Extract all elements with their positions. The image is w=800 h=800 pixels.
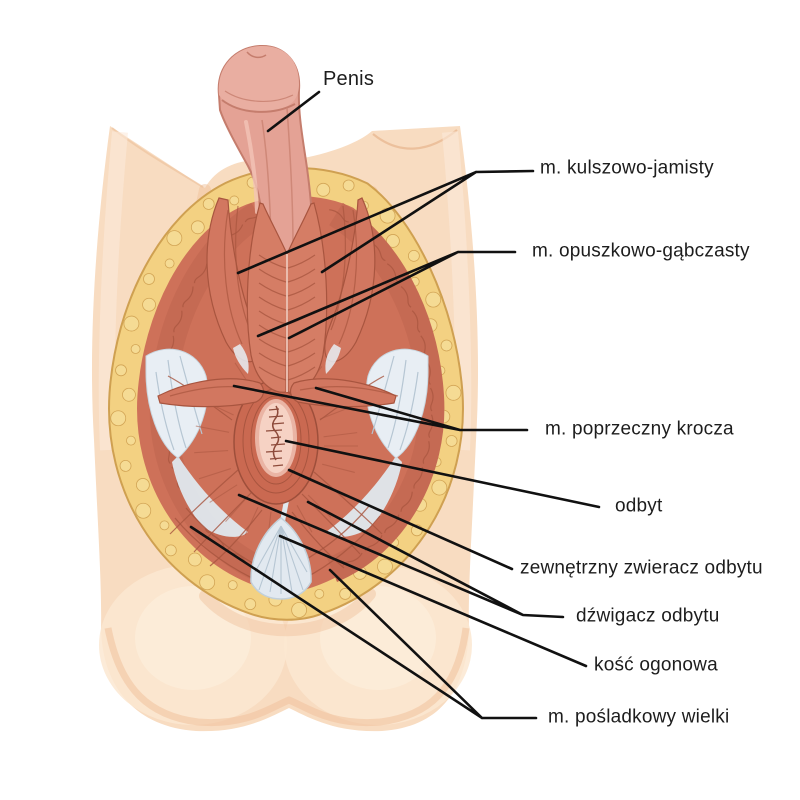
- leader-anus: [284, 439, 601, 509]
- label-coccyx: kość ogonowa: [594, 654, 718, 676]
- label-anus: odbyt: [615, 495, 663, 517]
- leader-transverse-perineal: [232, 384, 529, 432]
- label-transverse-perineal: m. poprzeczny krocza: [545, 418, 734, 440]
- label-penis: Penis: [323, 68, 375, 91]
- ischiocavernosus-muscle: [206, 197, 376, 363]
- leader-lines: [189, 90, 601, 720]
- label-ischiocavernosus: m. kulszowo-jamisty: [540, 157, 714, 179]
- penis-illustration: [217, 44, 314, 259]
- gluteus-fibres: [174, 505, 381, 579]
- fascia-wisps: [233, 344, 341, 374]
- leader-levator-ani: [237, 493, 565, 619]
- leader-penis: [266, 90, 321, 133]
- leader-bulbospongiosus: [256, 250, 517, 340]
- leader-gluteus: [189, 525, 538, 720]
- leader-external-anal-sphincter: [287, 468, 514, 571]
- leader-coccyx: [278, 534, 588, 668]
- glans: [218, 45, 299, 112]
- label-external-anal-sphincter: zewnętrzny zwieracz odbytu: [520, 557, 763, 579]
- anus: [255, 399, 297, 477]
- fascia-left: [145, 348, 248, 537]
- leader-ischiocavernosus: [236, 169, 535, 275]
- label-gluteus-maximus: m. pośladkowy wielki: [548, 706, 730, 728]
- label-levator-ani: dźwigacz odbytu: [576, 605, 720, 627]
- label-bulbospongiosus: m. opuszkowo-gąbczasty: [532, 240, 750, 262]
